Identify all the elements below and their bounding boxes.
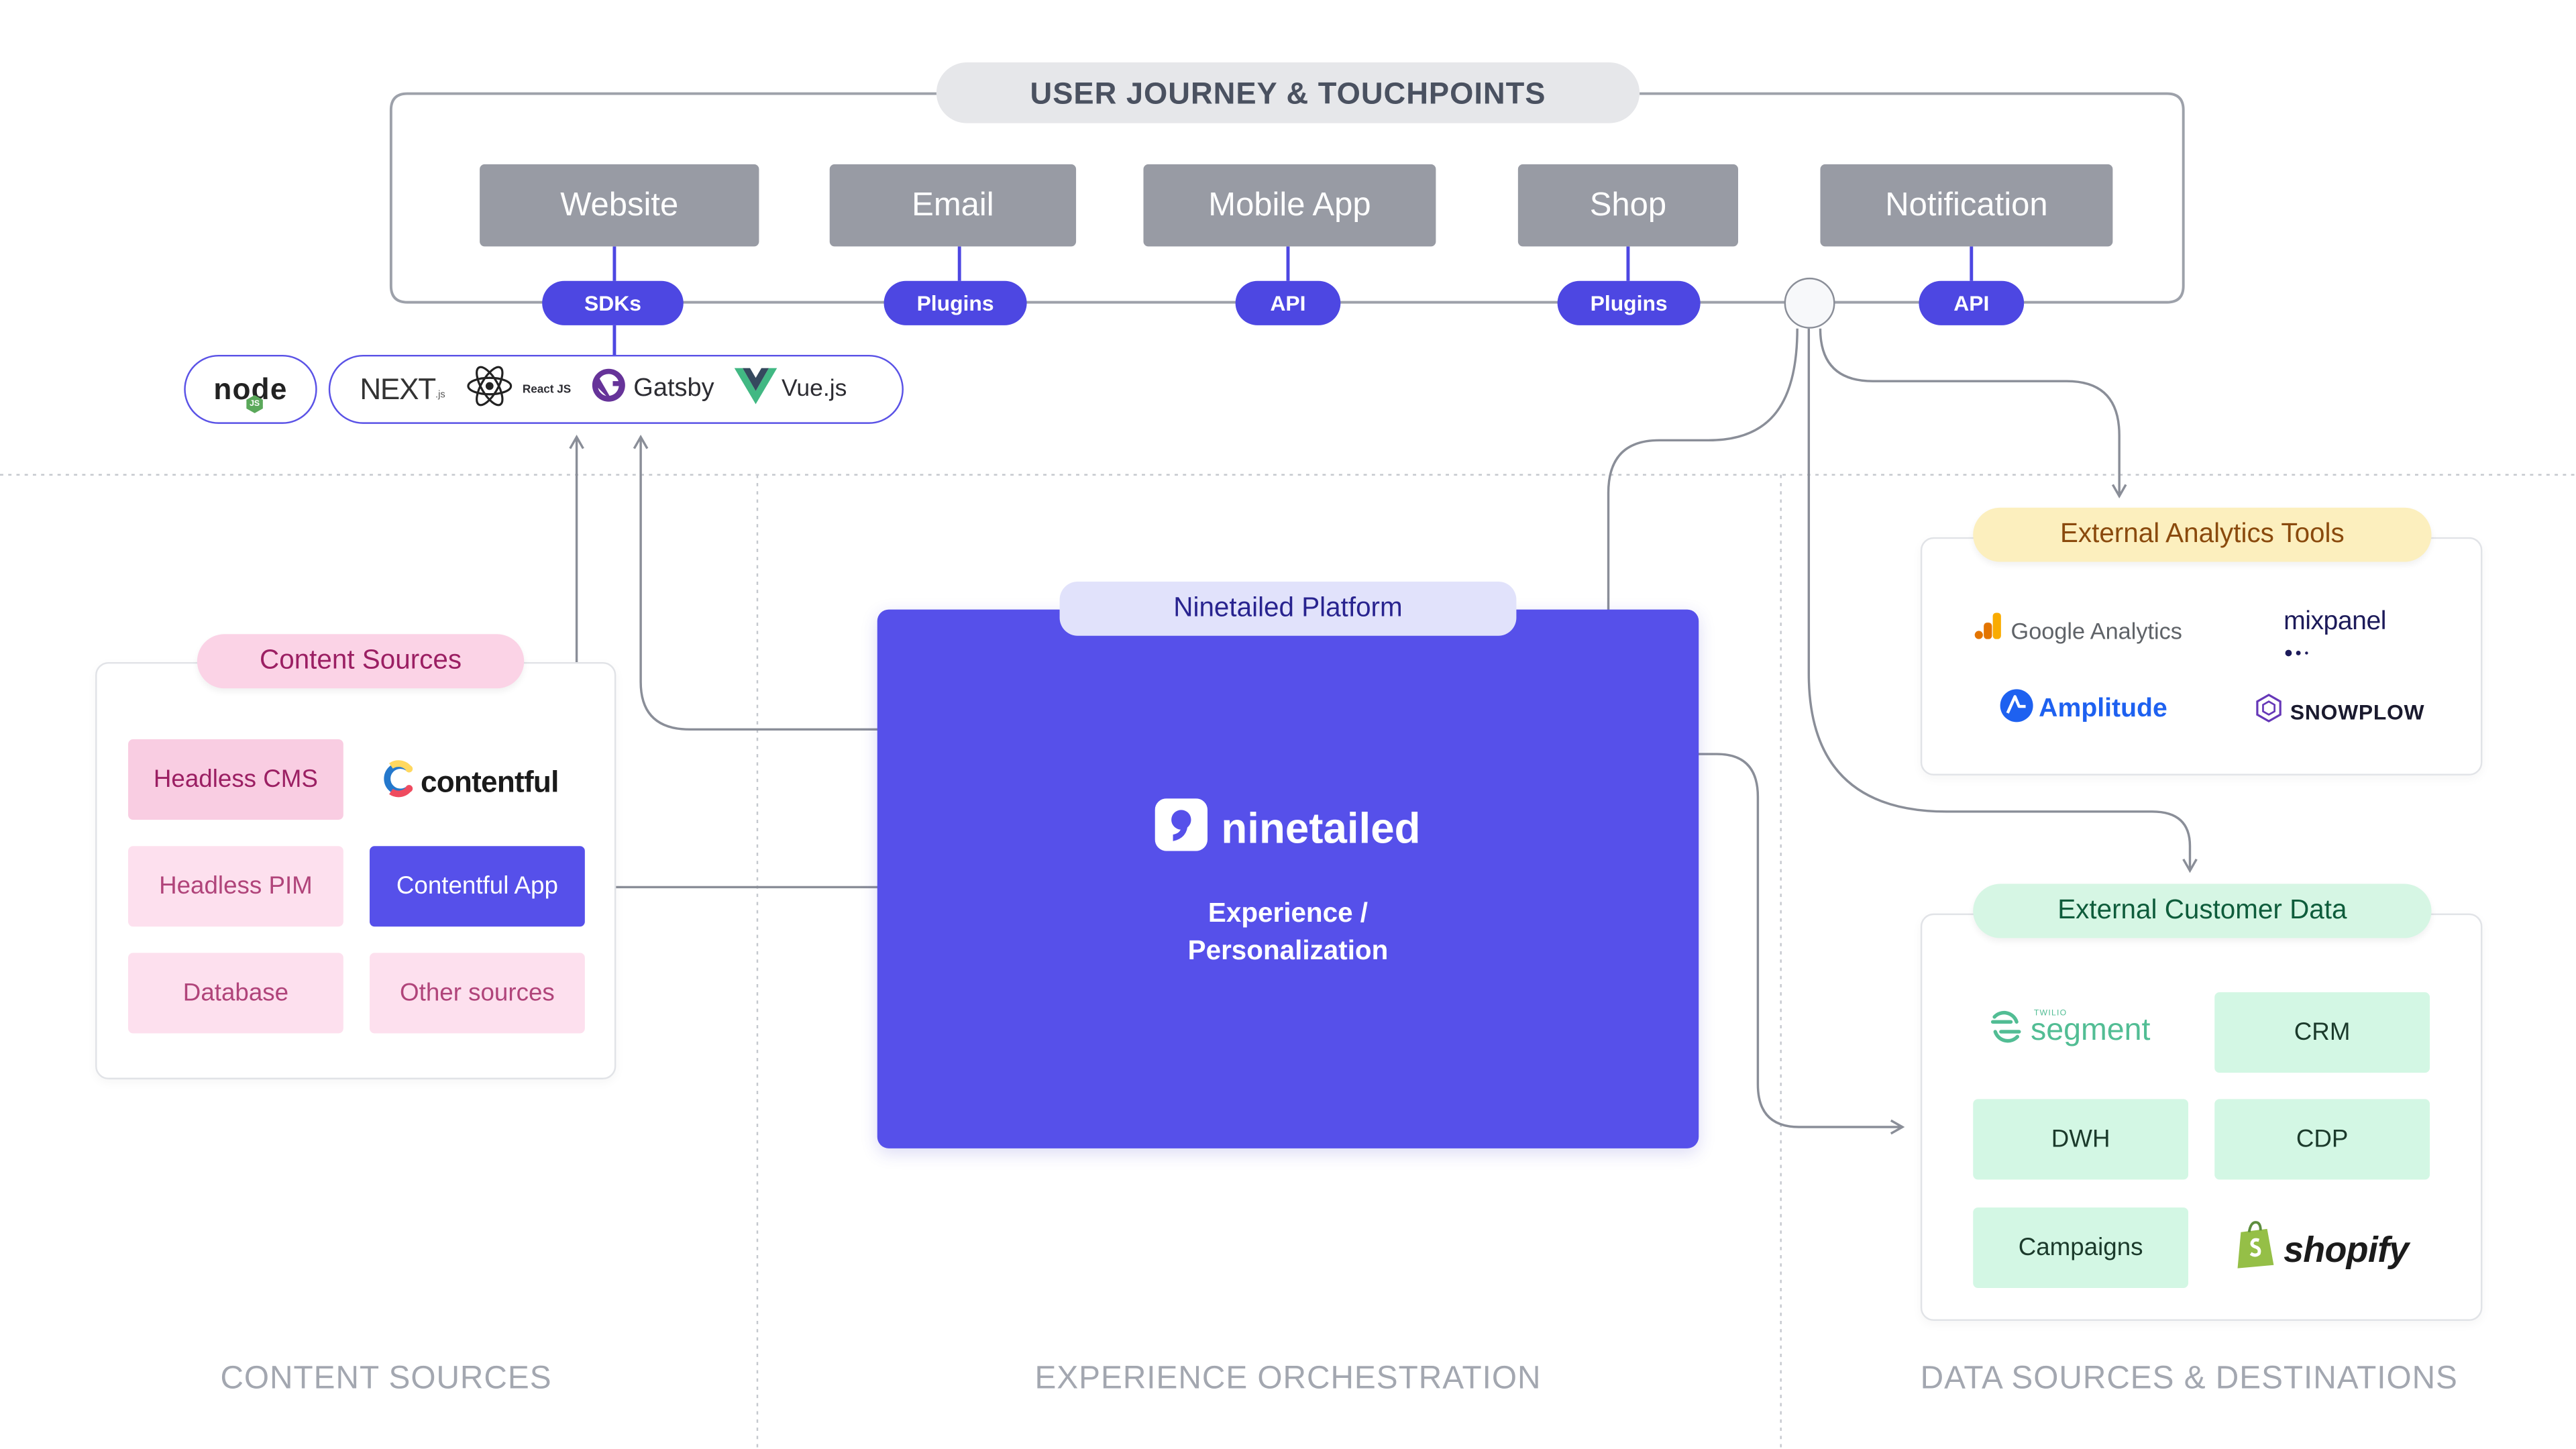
platform-subtitle-line-2: Personalization [1187, 936, 1389, 967]
gatsby-item: Gatsby [591, 368, 714, 411]
snowplow-label: SNOWPLOW [2290, 700, 2425, 725]
connector-sdks-pill: SDKs [542, 280, 684, 325]
column-label-experience-orchestration: EXPERIENCE ORCHESTRATION [1034, 1360, 1542, 1397]
touchpoint-notification[interactable]: Notification [1820, 164, 2113, 247]
customer-data-title: External Customer Data [1973, 883, 2432, 938]
node-js-badge: node JS [184, 354, 317, 424]
campaigns-tile[interactable]: Campaigns [1973, 1208, 2189, 1289]
wire-platform-to-framework [633, 434, 913, 737]
shopify-bag-icon [2235, 1221, 2277, 1279]
amplitude-label: Amplitude [2039, 694, 2167, 723]
touchpoint-email[interactable]: Email [829, 164, 1077, 247]
headless-cms-tile[interactable]: Headless CMS [128, 739, 343, 820]
connector-api-pill: API [1919, 280, 2025, 325]
content-sources-title: Content Sources [197, 634, 525, 689]
mixpanel-label: mixpanel [2284, 608, 2386, 636]
nextjs-item: NEXT .js [360, 372, 445, 407]
framework-list: NEXT .js React JS Gatsby Vue.js [328, 354, 904, 424]
connector-plugins-pill: Plugins [1557, 280, 1701, 325]
mixpanel-dots-icon [2285, 636, 2315, 665]
mixpanel-logo[interactable]: mixpanel [2284, 608, 2386, 657]
platform-subtitle: Experience / Personalization [877, 896, 1699, 971]
other-sources-tile[interactable]: Other sources [370, 953, 585, 1034]
ninetailed-logo-icon [1155, 798, 1208, 859]
column-label-content-sources: CONTENT SOURCES [220, 1360, 552, 1397]
crm-tile[interactable]: CRM [2214, 992, 2430, 1073]
journey-title: USER JOURNEY & TOUCHPOINTS [936, 62, 1640, 123]
node-js-hex-icon: JS [245, 394, 264, 413]
wire-hub-to-platform [1601, 328, 1799, 668]
analytics-title: External Analytics Tools [1973, 507, 2432, 562]
column-label-data-sources: DATA SOURCES & DESTINATIONS [1920, 1360, 2458, 1397]
google-analytics-label: Google Analytics [2010, 616, 2182, 643]
database-tile[interactable]: Database [128, 953, 343, 1034]
touchpoint-mobile-app[interactable]: Mobile App [1143, 164, 1436, 247]
shopify-logo[interactable]: shopify [2235, 1221, 2409, 1279]
analytics-panel [1920, 537, 2483, 775]
headless-pim-tile[interactable]: Headless PIM [128, 846, 343, 927]
segment-logo[interactable]: TWILIO segment [1988, 1008, 2151, 1053]
react-label: React JS [522, 383, 572, 395]
gatsby-label: Gatsby [633, 374, 714, 403]
contentful-logo[interactable]: contentful [381, 759, 559, 806]
touchpoint-shop[interactable]: Shop [1517, 164, 1739, 247]
ninetailed-wordmark: ninetailed [1221, 803, 1421, 853]
react-item: React JS [465, 364, 571, 415]
node-js-badge-text: JS [250, 398, 260, 409]
shopify-label: shopify [2284, 1228, 2409, 1269]
connector-plugins-pill: Plugins [883, 280, 1027, 325]
amplitude-a-icon [1999, 688, 2033, 731]
snowplow-logo[interactable]: SNOWPLOW [2254, 693, 2424, 731]
wire-platform-to-customer-data [1658, 746, 1905, 1135]
gatsby-icon [591, 368, 625, 411]
ninetailed-logo: ninetailed [877, 798, 1699, 859]
segment-label: segment [2030, 1012, 2151, 1048]
touchpoint-website[interactable]: Website [480, 164, 759, 247]
cdp-tile[interactable]: CDP [2214, 1099, 2430, 1180]
nextjs-suffix: .js [435, 390, 445, 401]
google-analytics-bars-icon [1973, 611, 2002, 649]
amplitude-logo[interactable]: Amplitude [1999, 688, 2167, 731]
ninetailed-platform-box [877, 609, 1699, 1148]
platform-subtitle-line-1: Experience / [1208, 898, 1368, 928]
segment-s-icon [1988, 1009, 2024, 1053]
react-atom-icon [465, 364, 514, 415]
vue-v-icon [733, 367, 777, 411]
contentful-c-icon [381, 759, 417, 806]
ninetailed-platform-title: Ninetailed Platform [1059, 581, 1517, 636]
wire-hub-to-analytics [1819, 328, 2127, 499]
segment-twilio-label: TWILIO [2033, 1008, 2068, 1018]
connector-api-pill: API [1235, 280, 1341, 325]
journey-hub-node [1784, 277, 1835, 329]
contentful-wordmark: contentful [420, 765, 559, 799]
nextjs-logo: NEXT [360, 372, 436, 405]
snowplow-hex-icon [2254, 693, 2284, 731]
vue-label: Vue.js [781, 376, 847, 403]
google-analytics-logo[interactable]: Google Analytics [1973, 611, 2182, 649]
contentful-app-tile[interactable]: Contentful App [370, 846, 585, 927]
dwh-tile[interactable]: DWH [1973, 1099, 2189, 1180]
vue-item: Vue.js [733, 367, 847, 411]
